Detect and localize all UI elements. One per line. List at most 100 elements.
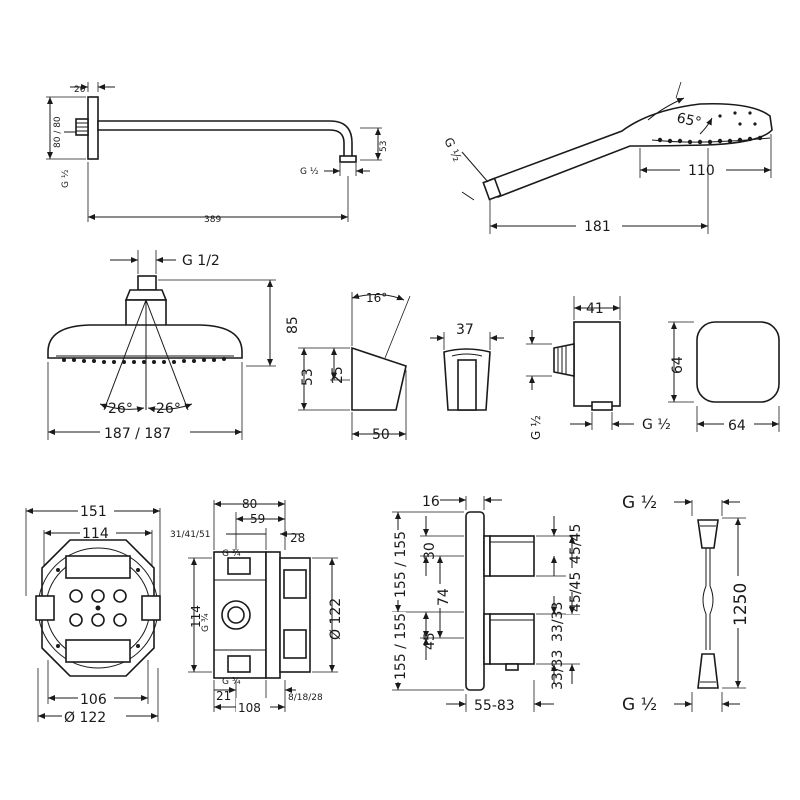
wall-outlet-drawing: 41 G ½ G ½: [526, 296, 671, 440]
shower-arm-drawing: 20 80 / 80 G ½ 53 G ½ 389: [46, 82, 389, 225]
outlet-cover-width: 64: [728, 418, 746, 434]
wall-outlet-thread: G ½: [529, 415, 543, 440]
wall-outlet-body: [573, 321, 621, 407]
ibox-front-top-block: [65, 555, 131, 579]
wall-bracket-drawing: 16° 53 25 50: [298, 291, 411, 443]
overhead-shower-drawing: 26° 26° G 1/2 85 187 / 187: [47, 250, 301, 442]
overhead-nozzles: [62, 357, 226, 364]
ibox-front-bottom-inner: 106: [80, 692, 107, 708]
ibox-side-drawing: 80 59 31/41/51 28 G ¾ G ¾ G ¾ 114 Ø 122 …: [170, 497, 344, 715]
arm-wall-width: 20: [74, 85, 86, 95]
arm-thread-left: G ½: [61, 169, 71, 188]
thermostat-dim-30: 30: [422, 542, 438, 560]
ibox-side-depth-range: 31/41/51: [170, 530, 210, 540]
hand-shower-nozzles: [657, 111, 763, 145]
ibox-side-upper-window: [283, 569, 307, 599]
thermostat-height-bottom: 155 / 155: [393, 613, 409, 680]
ibox-front-ports: [56, 568, 140, 648]
ibox-side-height-left: 114: [189, 605, 203, 628]
ibox-side-port-mid: G ¾: [201, 613, 211, 632]
ibox-front-drawing: 151 114 106 Ø 122: [25, 501, 161, 726]
ibox-side-diameter: Ø 122: [328, 598, 344, 640]
wall-bracket-height: 53: [300, 368, 316, 386]
ibox-side-offset: 28: [290, 531, 305, 545]
ibox-side-bottom-range: 8/18/28: [288, 693, 323, 703]
thermostat-height-top: 155 / 155: [393, 531, 409, 598]
thermostat-dim-45-left: 45: [422, 632, 438, 650]
overhead-head: [47, 324, 243, 359]
wall-outlet-cover-thread: G ½: [642, 417, 671, 433]
hand-shower-length: 181: [584, 219, 611, 235]
hand-shower-thread-label: G ½: [441, 135, 464, 163]
arm-thread-right: G ½: [300, 167, 319, 177]
ibox-side-port-bottom: G ¾: [222, 677, 241, 687]
hose-bottom-nut: [697, 653, 719, 689]
ibox-side-port-top: G ¾: [222, 549, 241, 559]
ibox-front-right-tab: [141, 595, 161, 621]
thermostat-dim-33-33-b: 33/33: [550, 650, 566, 690]
ibox-side-bottom-small: 21: [216, 689, 231, 703]
wall-outlet-stub: [591, 401, 613, 411]
ibox-side-top-port: [227, 557, 251, 575]
ibox-front-bottom-block: [65, 639, 131, 663]
thermostat-top: 16: [422, 494, 440, 510]
wall-outlet-connector: [553, 343, 575, 377]
hand-shower-body: [488, 102, 773, 199]
wall-outlet-width: 41: [586, 301, 604, 317]
hand-shower-head-width: 110: [688, 163, 715, 179]
thermostat-dim-74: 74: [436, 588, 452, 606]
overhead-ball-joint: [124, 289, 168, 301]
hand-shower-thread: [482, 177, 502, 201]
wall-bracket-angle: 16°: [366, 291, 387, 305]
thermostat-button: [505, 663, 519, 671]
outlet-cover-height: 64: [670, 356, 686, 374]
thermostat-plate: [465, 511, 485, 691]
thermostat-lower-handle: [489, 613, 535, 665]
thermostat-upper-handle: [489, 535, 535, 577]
ibox-front-outer: 151: [80, 504, 107, 520]
shower-holder-slot: [457, 359, 477, 411]
hose-length: 1250: [731, 583, 751, 626]
overhead-angle-left: 26°: [108, 401, 133, 417]
arm-wall-flange: [87, 96, 99, 160]
hand-shower-drawing: 65° G ½ 110 181: [441, 81, 773, 235]
ibox-side-bottom-total: 108: [238, 701, 261, 715]
overhead-height: 85: [285, 316, 301, 334]
overhead-thread: [137, 275, 157, 291]
ibox-front-left-tab: [35, 595, 55, 621]
arm-length: 389: [204, 215, 221, 225]
hose-thread-top: G ½: [622, 493, 657, 513]
thermostat-drawing: 16 155 / 155 155 / 155 30 74 45 45/45 45…: [392, 494, 584, 714]
ibox-side-top-inner: 59: [250, 512, 265, 526]
arm-drop: 53: [379, 141, 389, 152]
arm-tube: [97, 120, 353, 159]
arm-flange-size: 80 / 80: [53, 116, 63, 148]
ibox-side-mid-body: [265, 551, 281, 679]
shower-hose-drawing: G ½ 1250 G ½: [622, 493, 751, 715]
thermostat-dim-33-33-a: 33/33: [550, 602, 566, 642]
overhead-thread-label: G 1/2: [182, 253, 220, 269]
shower-holder-width: 37: [456, 322, 474, 338]
wall-bracket-body: [351, 346, 407, 411]
ibox-side-top-outer: 80: [242, 497, 257, 511]
shower-holder-drawing: 37: [430, 322, 504, 411]
ibox-front-diameter: Ø 122: [64, 710, 106, 726]
ibox-front-inner: 114: [82, 526, 109, 542]
wall-bracket-inner-height: 25: [330, 366, 346, 384]
overhead-diameter: 187 / 187: [104, 426, 171, 442]
thermostat-dim-45-45: 45/45: [568, 524, 584, 564]
hose-thread-bottom: G ½: [622, 695, 657, 715]
hose-top-nut: [697, 519, 719, 549]
outlet-cover-plate: [696, 321, 780, 403]
overhead-angle-right: 26°: [156, 401, 181, 417]
wall-bracket-depth: 50: [372, 427, 390, 443]
thermostat-projection: 55-83: [474, 698, 515, 714]
thermostat-lower-collar: [483, 613, 491, 665]
ibox-side-lower-window: [283, 629, 307, 659]
ibox-side-bottom-port: [227, 655, 251, 673]
outlet-cover-drawing: 64 64: [668, 321, 780, 434]
hand-shower-angle: 65°: [675, 110, 703, 131]
arm-outlet: [339, 155, 357, 163]
thermostat-upper-collar: [483, 535, 491, 577]
